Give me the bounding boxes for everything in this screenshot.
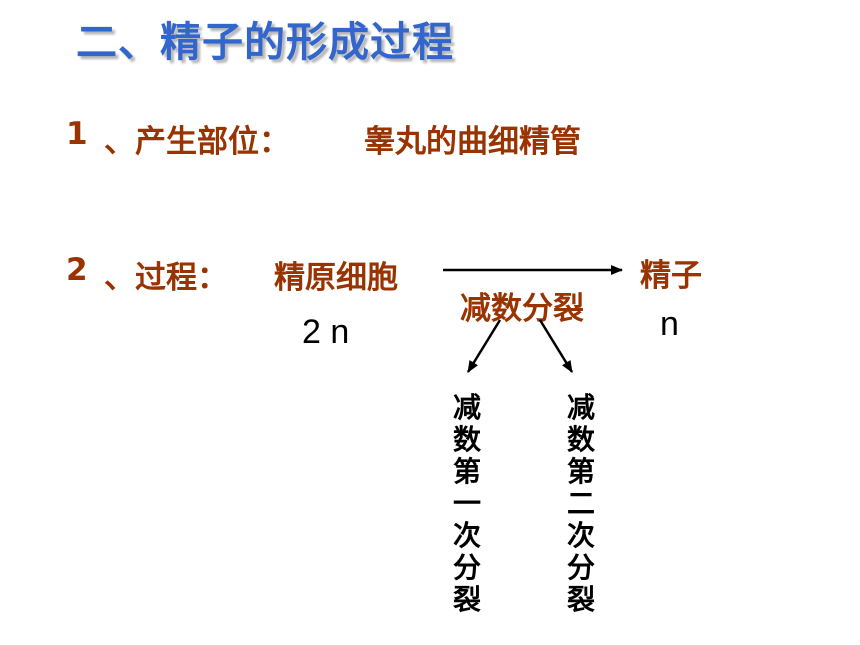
end-cell: 精子 <box>640 258 702 294</box>
item1-value: 睾丸的曲细精管 <box>364 124 581 160</box>
item1-label: 、产生部位： <box>104 124 290 160</box>
end-ploidy: n <box>660 305 679 343</box>
slide-title: 二、精子的形成过程 <box>76 18 454 66</box>
first-division-label: 减数第一次分裂 <box>452 391 481 616</box>
item1-number: 1 <box>66 116 88 152</box>
arrow-label: 减数分裂 <box>460 291 584 327</box>
start-cell: 精原细胞 <box>274 260 398 296</box>
item2-number: 2 <box>66 252 88 288</box>
right-branch-arrow <box>538 319 574 373</box>
left-branch-arrow <box>466 319 502 373</box>
second-division-label: 减数第二次分裂 <box>566 391 595 616</box>
item2-label: 、过程： <box>104 260 228 296</box>
start-ploidy: 2 n <box>302 313 350 351</box>
